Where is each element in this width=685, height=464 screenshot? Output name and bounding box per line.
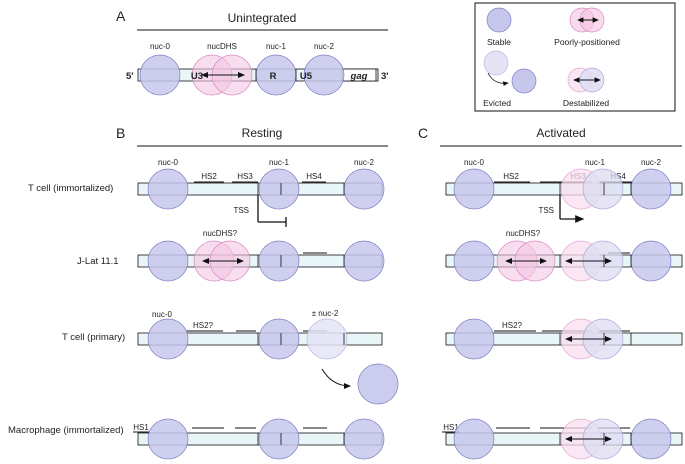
row-label-t-primary: T cell (primary) [62, 332, 125, 343]
legend: Stable Poorly-positioned Evicted Destabi… [474, 2, 676, 112]
nuc2-label: nuc-2 [314, 42, 335, 51]
c-row-macrophage: HS1 [442, 418, 683, 460]
nuc2-label: nuc-2 [641, 158, 662, 167]
pm-nuc2-label: ± nuc-2 [312, 309, 339, 318]
nucleosome-stable [258, 168, 300, 210]
panel-b-title: Resting [242, 126, 283, 140]
nucleosome-stable [630, 168, 672, 210]
nucleosome-destabilized [582, 168, 624, 210]
u5-label: U5 [300, 71, 313, 82]
row-label-jlat: J-Lat 11.1 [77, 256, 119, 267]
nuc2-label: nuc-2 [354, 158, 375, 167]
nucleosome-stable [147, 240, 189, 282]
nucleosome-stable [343, 168, 385, 210]
legend-stable-label: Stable [487, 37, 511, 47]
nucleosome-stable [303, 54, 345, 96]
nucleosome-stable [139, 54, 181, 96]
nuc0-label: nuc-0 [152, 310, 173, 319]
c-row-t-immortal: nuc-0 nuc-1 nuc-2 HS2 HS3 HS4 TSS [445, 158, 683, 223]
nucdhs-label: nucDHS [207, 42, 237, 51]
nucdhs-q-label: nucDHS? [203, 229, 238, 238]
nuc0-label: nuc-0 [464, 158, 485, 167]
row-label-t-immortal: T cell (immortalized) [28, 183, 113, 194]
b-row-t-immortal: nuc-0 nuc-1 nuc-2 HS2 HS3 HS4 TSS [137, 158, 385, 227]
b-row-macrophage: HS1 [133, 418, 385, 460]
hs2q-label: HS2? [193, 321, 214, 330]
three-prime-end: 3' [381, 71, 389, 82]
nucleosome-stable [147, 168, 189, 210]
five-prime-end: 5' [126, 71, 134, 82]
eviction-arrow [321, 368, 351, 389]
b-row-t-primary: nuc-0 ± nuc-2 HS2? [137, 309, 399, 405]
nucleosome-stable [258, 240, 300, 282]
legend-destab-label: Destabilized [563, 98, 610, 108]
nucleosome-stable [147, 318, 189, 360]
nucleosome-stable [343, 240, 385, 282]
nucleosome-stable [630, 418, 672, 460]
row-label-macrophage: Macrophage (immortalized) [8, 425, 124, 436]
nucleosome-evicted [357, 363, 399, 405]
legend-evicted-ghost [483, 50, 509, 76]
hs1-label: HS1 [133, 423, 149, 432]
gag-label: gag [350, 71, 368, 82]
nucleosome-stable [453, 418, 495, 460]
hs1-label: HS1 [443, 423, 459, 432]
panel-c-letter: C [418, 125, 428, 141]
legend-evicted-arrow [487, 72, 509, 87]
nuc1-label: nuc-1 [585, 158, 606, 167]
nucleosome-stable [453, 168, 495, 210]
b-row-jlat: nucDHS? [137, 229, 385, 282]
hs2q-label: HS2? [502, 321, 523, 330]
hs4-label: HS4 [306, 172, 322, 181]
hs2-label: HS2 [201, 172, 217, 181]
legend-poor-label: Poorly-positioned [554, 37, 620, 47]
tss-label: TSS [233, 206, 249, 215]
nucleosome-stable [453, 318, 495, 360]
hs3-label: HS3 [237, 172, 253, 181]
panel-b-letter: B [116, 125, 125, 141]
u3-label: U3 [191, 71, 203, 82]
r-label: R [270, 71, 277, 82]
nuc0-label: nuc-0 [150, 42, 171, 51]
nucleosome-stable [258, 418, 300, 460]
panel-a-letter: A [116, 8, 126, 24]
nucleosome-stable [147, 418, 189, 460]
hs2-label: HS2 [503, 172, 519, 181]
nucleosome-stable [453, 240, 495, 282]
nuc1-label: nuc-1 [266, 42, 287, 51]
nucleosome-stable [630, 240, 672, 282]
nucdhs-q-label: nucDHS? [506, 229, 541, 238]
nuc1-label: nuc-1 [269, 158, 290, 167]
nucleosome-evicted-ghost [306, 318, 348, 360]
legend-evicted-label: Evicted [483, 98, 511, 108]
nuc0-label: nuc-0 [158, 158, 179, 167]
tss-label: TSS [538, 206, 554, 215]
nucleosome-stable [343, 418, 385, 460]
c-row-t-primary: HS2? [445, 318, 683, 360]
panel-a: A Unintegrated nuc-0 nucDHS nuc-1 nuc-2 … [116, 8, 389, 96]
nucleosome-stable [258, 318, 300, 360]
panel-a-title: Unintegrated [228, 11, 297, 25]
legend-evicted-swatch [511, 68, 537, 94]
c-row-jlat: nucDHS? [445, 229, 683, 282]
legend-stable-swatch [486, 7, 512, 33]
panel-c-title: Activated [536, 126, 585, 140]
